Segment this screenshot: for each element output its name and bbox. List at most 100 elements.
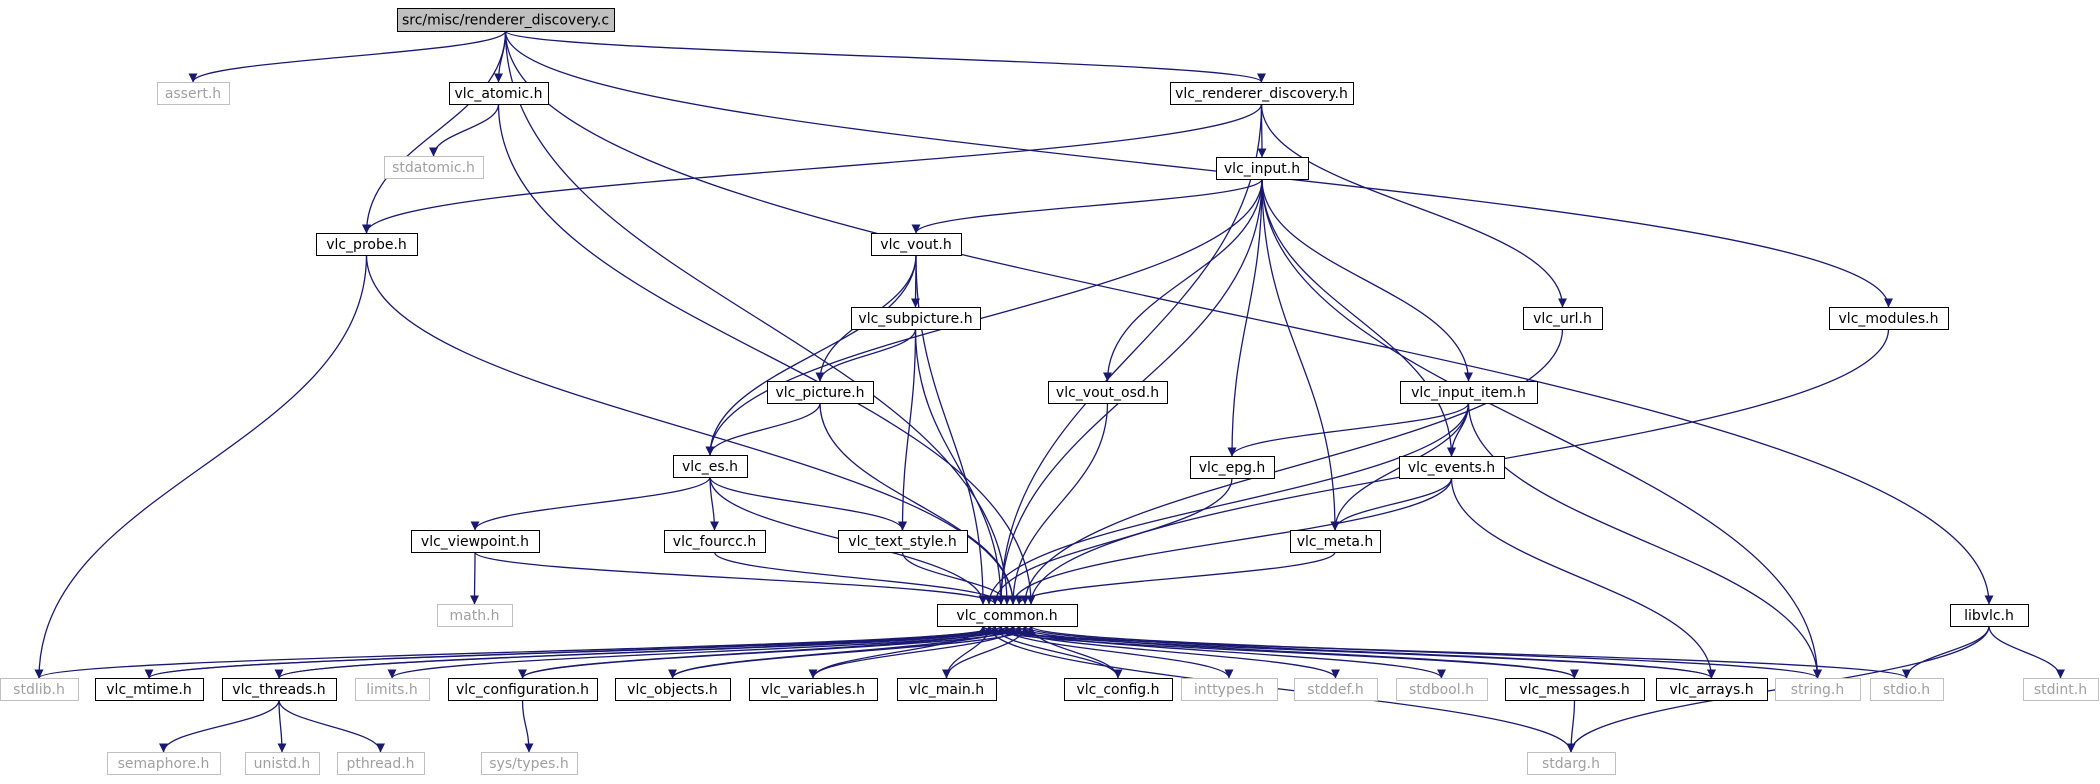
node-box bbox=[448, 678, 598, 701]
node-vlc-threads[interactable]: vlc_threads.h bbox=[222, 678, 337, 701]
edge-root-to-vlc_probe bbox=[362, 30, 507, 234]
edge-vlc_vout_osd-to-vlc_common bbox=[1008, 402, 1109, 605]
node-label: string.h bbox=[1791, 682, 1845, 698]
node-box bbox=[673, 455, 748, 478]
edge-vlc_subpicture-to-vlc_picture bbox=[815, 328, 917, 382]
node-vlc-epg[interactable]: vlc_epg.h bbox=[1190, 456, 1275, 479]
edge-vlc_config-to-vlc_common bbox=[1026, 625, 1119, 679]
node-vlc-atomic[interactable]: vlc_atomic.h bbox=[449, 82, 549, 105]
node-label: vlc_common.h bbox=[956, 608, 1057, 624]
node-box bbox=[664, 530, 766, 553]
node-box bbox=[1656, 678, 1768, 701]
node-label: assert.h bbox=[165, 86, 221, 102]
node-vlc-modules[interactable]: vlc_modules.h bbox=[1829, 307, 1949, 330]
node-box bbox=[337, 752, 425, 775]
node-vlc-events[interactable]: vlc_events.h bbox=[1399, 456, 1505, 479]
edge-layer bbox=[34, 30, 2065, 753]
node-vlc-renderer-discovery[interactable]: vlc_renderer_discovery.h bbox=[1170, 82, 1354, 105]
node-label: vlc_viewpoint.h bbox=[421, 534, 529, 550]
edge-vlc_common-to-vlc_arrays bbox=[1024, 625, 1716, 679]
node-label: vlc_modules.h bbox=[1839, 311, 1939, 327]
node-box bbox=[1505, 678, 1645, 701]
edge-vlc_input-to-vlc_vout_osd bbox=[1103, 178, 1263, 382]
node-vlc-viewpoint[interactable]: vlc_viewpoint.h bbox=[411, 530, 540, 553]
node-vlc-meta[interactable]: vlc_meta.h bbox=[1290, 530, 1381, 553]
node-inttypes: inttypes.h bbox=[1181, 678, 1278, 701]
node-label: vlc_es.h bbox=[682, 459, 738, 475]
node-vlc-es[interactable]: vlc_es.h bbox=[673, 455, 748, 478]
node-box bbox=[245, 752, 320, 775]
node-root[interactable]: src/misc/renderer_discovery.c bbox=[397, 8, 615, 32]
node-label: vlc_renderer_discovery.h bbox=[1175, 86, 1348, 102]
node-box bbox=[1870, 678, 1944, 701]
node-vlc-input-item[interactable]: vlc_input_item.h bbox=[1400, 381, 1538, 404]
node-stdint: stdint.h bbox=[2023, 678, 2099, 701]
node-vlc-subpicture[interactable]: vlc_subpicture.h bbox=[851, 307, 981, 330]
node-libvlc[interactable]: libvlc.h bbox=[1950, 604, 2029, 627]
node-label: vlc_input_item.h bbox=[1411, 385, 1526, 401]
node-vlc-mtime[interactable]: vlc_mtime.h bbox=[95, 678, 204, 701]
edge-vlc_text_style-to-vlc_common bbox=[901, 551, 1012, 605]
node-box bbox=[1523, 307, 1603, 330]
edge-vlc_messages-to-stdarg bbox=[1566, 699, 1576, 753]
node-label: vlc_picture.h bbox=[775, 385, 864, 401]
node-box bbox=[384, 156, 484, 179]
node-label: stdarg.h bbox=[1542, 756, 1600, 772]
edge-vlc_input-to-vlc_input_item bbox=[1261, 178, 1473, 382]
node-vlc-main[interactable]: vlc_main.h bbox=[897, 678, 997, 701]
node-vlc-config[interactable]: vlc_config.h bbox=[1064, 678, 1173, 701]
node-box bbox=[95, 678, 204, 701]
node-label: vlc_configuration.h bbox=[456, 682, 589, 698]
node-stdbool: stdbool.h bbox=[1396, 678, 1488, 701]
node-assert: assert.h bbox=[157, 82, 230, 105]
node-box bbox=[897, 678, 997, 701]
node-label: vlc_probe.h bbox=[326, 237, 407, 253]
edge-libvlc-to-stdio bbox=[1902, 625, 1990, 679]
node-label: libvlc.h bbox=[1964, 608, 2014, 624]
node-vlc-vout[interactable]: vlc_vout.h bbox=[871, 233, 962, 256]
node-label: sys/types.h bbox=[489, 756, 568, 772]
node-layer: src/misc/renderer_discovery.c assert.h vlc… bbox=[0, 8, 2099, 775]
node-string: string.h bbox=[1775, 678, 1861, 701]
node-box bbox=[1950, 604, 2029, 627]
node-label: vlc_vout.h bbox=[880, 237, 951, 253]
node-vlc-text-style[interactable]: vlc_text_style.h bbox=[838, 530, 968, 553]
node-label: vlc_variables.h bbox=[761, 682, 865, 698]
node-box bbox=[937, 604, 1078, 627]
node-label: pthread.h bbox=[346, 756, 414, 772]
node-stdio: stdio.h bbox=[1870, 678, 1944, 701]
node-vlc-input[interactable]: vlc_input.h bbox=[1216, 157, 1309, 180]
node-vlc-vout-osd[interactable]: vlc_vout_osd.h bbox=[1048, 381, 1168, 404]
node-box bbox=[2023, 678, 2099, 701]
node-math: math.h bbox=[437, 604, 513, 627]
node-vlc-probe[interactable]: vlc_probe.h bbox=[316, 233, 418, 256]
edge-vlc_threads-to-vlc_common bbox=[278, 625, 1006, 679]
edge-vlc_configuration-to-vlc_common bbox=[521, 625, 1012, 679]
edge-vlc_input-to-vlc_epg bbox=[1227, 178, 1263, 457]
node-vlc-messages[interactable]: vlc_messages.h bbox=[1505, 678, 1645, 701]
node-box bbox=[157, 82, 230, 105]
node-box bbox=[107, 752, 221, 775]
edge-vlc_input_item-to-vlc_epg bbox=[1227, 402, 1470, 457]
node-vlc-common[interactable]: vlc_common.h bbox=[937, 604, 1078, 627]
node-label: vlc_text_style.h bbox=[848, 534, 956, 550]
edge-vlc_atomic-to-stdatomic bbox=[429, 103, 500, 157]
edge-vlc_threads-to-unistd bbox=[277, 699, 287, 753]
node-vlc-variables[interactable]: vlc_variables.h bbox=[749, 678, 878, 701]
edge-vlc_es-to-vlc_viewpoint bbox=[470, 476, 711, 531]
edge-vlc_common-to-vlc_objects bbox=[668, 625, 1032, 679]
edge-vlc_es-to-vlc_fourcc bbox=[709, 476, 719, 531]
node-vlc-picture[interactable]: vlc_picture.h bbox=[767, 381, 874, 404]
node-box bbox=[481, 752, 578, 775]
node-vlc-arrays[interactable]: vlc_arrays.h bbox=[1656, 678, 1768, 701]
node-box bbox=[1170, 82, 1354, 105]
node-label: vlc_main.h bbox=[909, 682, 984, 698]
node-vlc-objects[interactable]: vlc_objects.h bbox=[615, 678, 731, 701]
edge-vlc_fourcc-to-vlc_common bbox=[713, 551, 1006, 605]
node-vlc-url[interactable]: vlc_url.h bbox=[1523, 307, 1603, 330]
edge-vlc_input_item-to-vlc_common bbox=[984, 402, 1470, 605]
edge-root-to-assert bbox=[188, 30, 507, 83]
node-vlc-configuration[interactable]: vlc_configuration.h bbox=[448, 678, 598, 701]
node-vlc-fourcc[interactable]: vlc_fourcc.h bbox=[664, 530, 766, 553]
edge-vlc_subpicture-to-vlc_text_style bbox=[898, 328, 917, 531]
